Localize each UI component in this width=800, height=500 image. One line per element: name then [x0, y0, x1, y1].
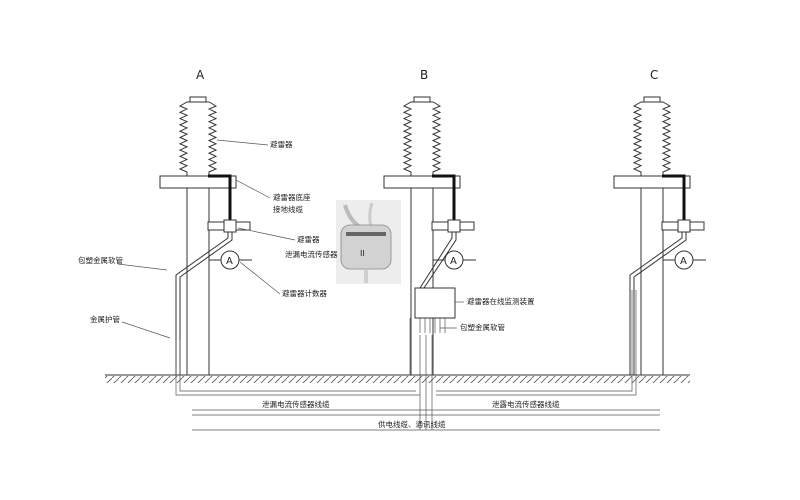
phase-c-label: C: [650, 68, 658, 82]
sensor-body: [340, 224, 392, 270]
sensor-photo-text: II: [360, 249, 365, 258]
leader-lines: [117, 139, 464, 339]
counter-meter: [444, 250, 464, 270]
current-sensor: [223, 219, 237, 233]
arrester-insulator: [402, 101, 442, 177]
counter-meter-symbol: A: [450, 256, 457, 267]
arrester-base: [613, 175, 691, 189]
label-metal-hose: 包塑金属软管: [78, 255, 123, 265]
ground: [105, 374, 690, 383]
label-base-2: 接地线缆: [273, 204, 303, 214]
label-base-1: 避雷器底座: [273, 192, 311, 202]
counter-meter-symbol: A: [226, 256, 233, 267]
counter-meter-symbol: A: [680, 256, 687, 267]
arrester-insulator: [632, 101, 672, 177]
arrester-base: [383, 175, 461, 189]
phase-b-label: B: [420, 68, 428, 82]
arrester-unit-a: A: [159, 96, 252, 376]
ground-cable: [208, 174, 232, 225]
label-sensor-1: 避雷器: [297, 234, 320, 244]
arrester-unit-c: A: [613, 96, 706, 376]
label-arrester: 避雷器: [270, 139, 293, 149]
monitor-device: [409, 287, 456, 375]
current-sensor: [447, 219, 461, 233]
label-sensor-2: 泄漏电流传感器: [285, 249, 338, 259]
arrester-insulator: [178, 101, 218, 177]
pole: [640, 187, 664, 376]
arrester-unit-b: A: [383, 96, 476, 376]
counter-meter: [220, 250, 240, 270]
current-sensor: [677, 219, 691, 233]
power-cable-label: 供电线缆、通讯线缆: [378, 419, 446, 429]
pole: [186, 187, 210, 376]
ground-cable: [662, 174, 686, 225]
pole: [410, 187, 434, 376]
label-monitor: 避雷器在线监测装置: [467, 296, 535, 306]
underground-cables: [175, 290, 660, 431]
right-cable-label: 泄露电流传感器线缆: [492, 399, 560, 409]
arrester-base: [159, 175, 237, 189]
ground-cable: [432, 174, 456, 225]
left-cable-label: 泄漏电流传感器线缆: [262, 399, 330, 409]
counter-meter: [674, 250, 694, 270]
label-metal-pipe: 金属护管: [90, 314, 120, 324]
label-counter: 避雷器计数器: [282, 288, 327, 298]
label-metal-hose-b: 包塑金属软管: [460, 322, 505, 332]
sensor-photo: II: [336, 200, 401, 284]
phase-a-label: A: [196, 68, 205, 82]
